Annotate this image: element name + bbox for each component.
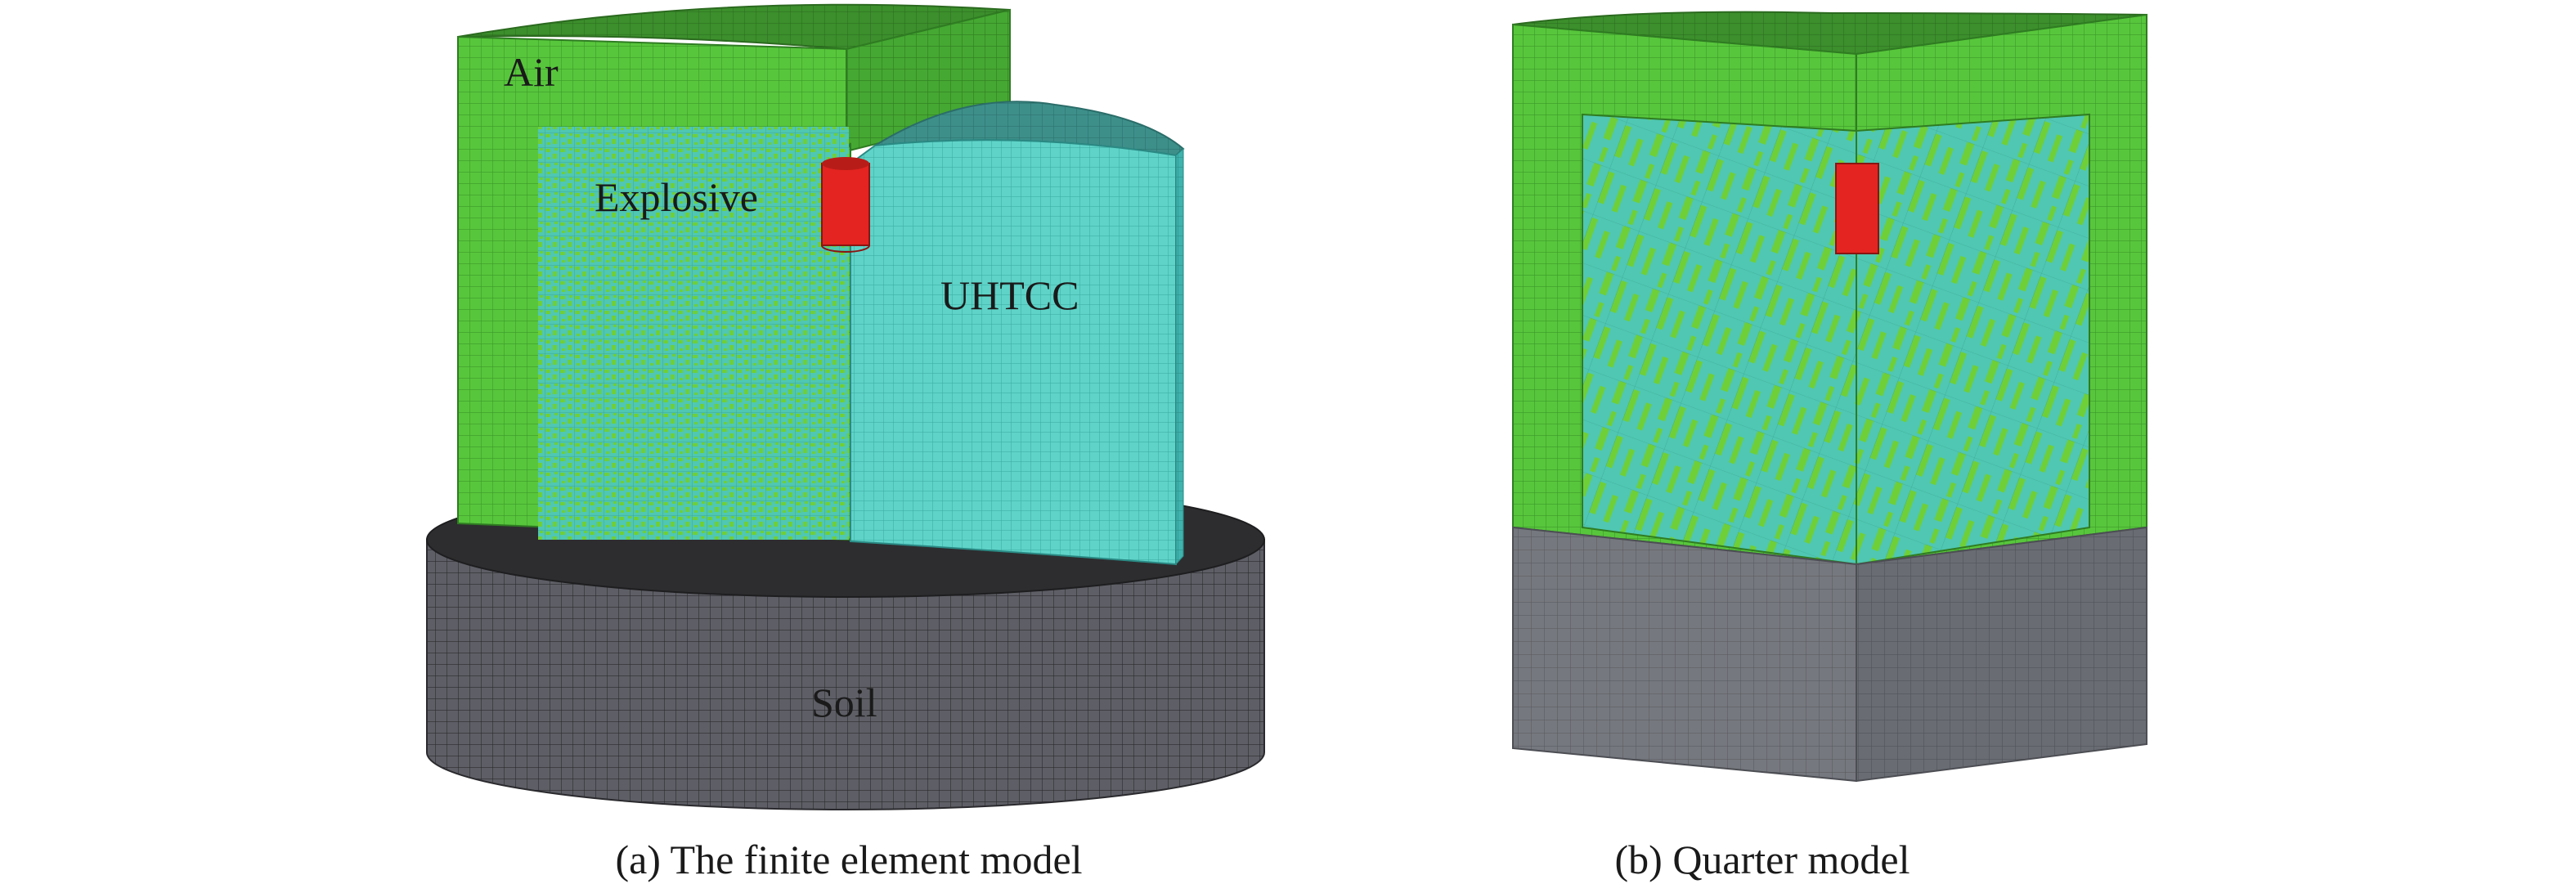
quarter-explosive-left <box>1582 113 1857 566</box>
quarter-explosive-right <box>1856 113 2090 566</box>
panel-b: (b) Quarter model <box>1512 11 2147 882</box>
caption-a: (a) The finite element model <box>615 837 1082 882</box>
quarter-top <box>1512 11 2147 56</box>
label-air: Air <box>504 49 559 95</box>
label-explosive: Explosive <box>595 174 758 220</box>
uhtcc-side <box>1175 147 1184 566</box>
label-soil: Soil <box>811 680 877 725</box>
quarter-detonator <box>1835 163 1879 254</box>
uhtcc-column <box>850 101 1185 566</box>
detonator <box>821 157 870 253</box>
panel-a: Air Explosive UHTCC Soil (a) The finite … <box>426 3 1265 882</box>
quarter-soil-left <box>1512 526 1857 783</box>
uhtcc-front <box>850 139 1177 566</box>
soil-side <box>426 539 1265 810</box>
detonator-body <box>821 163 870 246</box>
quarter-soil-right <box>1856 526 2147 783</box>
caption-b: (b) Quarter model <box>1615 837 1910 882</box>
explosive-region <box>538 127 849 540</box>
label-uhtcc: UHTCC <box>940 272 1079 318</box>
air-top <box>457 3 1011 51</box>
